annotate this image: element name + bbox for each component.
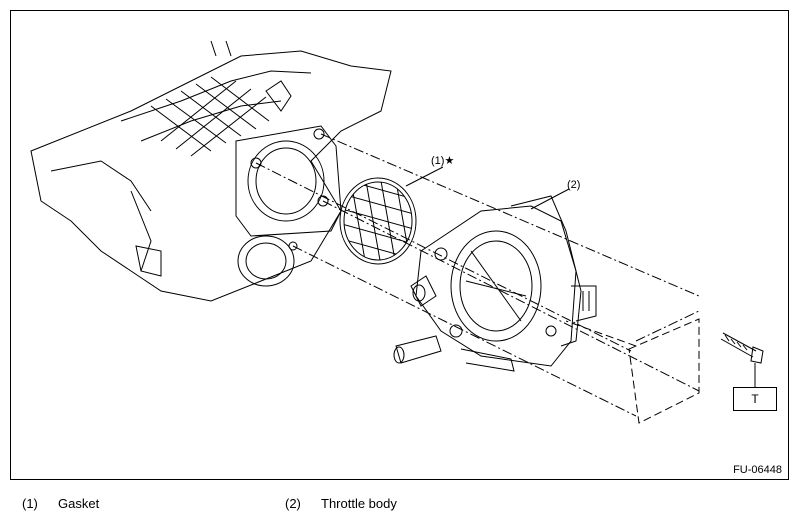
bolt-drawing [720,332,764,387]
gasket-leader [405,166,444,187]
legend-item-gasket: (1) Gasket [22,496,99,511]
gasket-drawing [339,177,417,265]
legend-label: Throttle body [321,496,397,511]
exploded-view-figure: (1)★ (2) T FU-06448 [10,10,789,480]
throttle-body-drawing [30,40,764,424]
callout-gasket: (1)★ [431,155,454,167]
legend-num: (1) [22,496,38,511]
callout-throttle-body-num: (2) [567,179,581,191]
special-part-star-icon: ★ [444,155,455,167]
legend-item-throttle-body: (2) Throttle body [285,496,397,511]
clearance-box [565,318,700,424]
legend-label: Gasket [58,496,100,511]
intake-manifold [30,40,392,302]
throttle-body-leader [530,188,570,210]
legend-num: (2) [285,496,301,511]
callout-throttle-body: (2) [567,179,580,191]
alignment-lines [255,133,700,417]
torque-label-box: T [733,387,777,411]
throttle-body-drawing-part [393,195,597,372]
callout-gasket-num: (1) [431,155,445,167]
figure-id: FU-06448 [733,464,782,476]
legend: (1) Gasket (2) Throttle body [0,496,800,514]
